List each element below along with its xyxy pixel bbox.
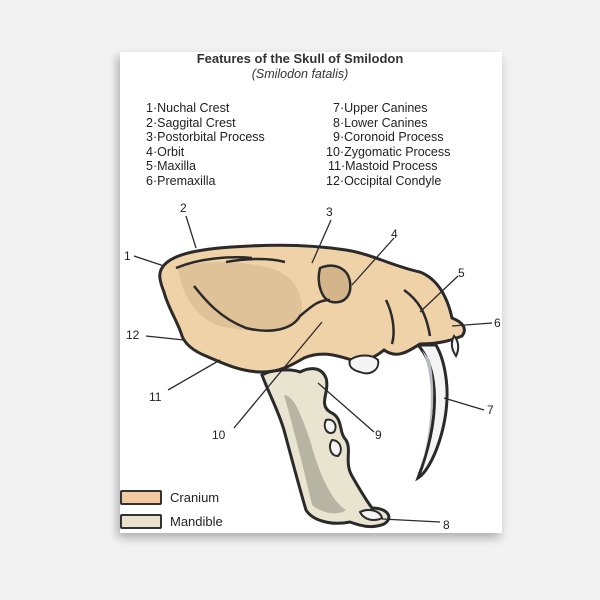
diagram-title: Features of the Skull of Smilodon bbox=[196, 51, 404, 66]
feature-item: 6·Premaxilla bbox=[146, 173, 216, 188]
callout-12: 12 bbox=[126, 328, 140, 342]
feature-item: 4·Orbit bbox=[146, 144, 185, 159]
callout-5: 5 bbox=[458, 266, 465, 280]
mandible-key-label: Mandible bbox=[170, 514, 223, 529]
feature-item: 3·Postorbital Process bbox=[146, 130, 265, 145]
leader-lines bbox=[133, 215, 493, 523]
callout-9: 9 bbox=[375, 428, 382, 442]
cranium-key-label: Cranium bbox=[170, 490, 220, 505]
callout-3: 3 bbox=[326, 205, 333, 219]
diagram-subtitle: (Smilodon fatalis) bbox=[251, 67, 349, 81]
callout-1: 1 bbox=[124, 249, 131, 263]
feature-list-right: 7·Upper Canines 8·Lower Canines 9·Corono… bbox=[326, 101, 450, 189]
feature-item: 11·Mastoid Process bbox=[328, 159, 438, 174]
feature-item: 5·Maxilla bbox=[146, 159, 197, 174]
callout-11: 11 bbox=[149, 390, 162, 404]
mandible-swatch bbox=[120, 514, 162, 529]
feature-item: 2·Saggital Crest bbox=[146, 115, 236, 130]
cranium-swatch bbox=[120, 490, 162, 505]
feature-item: 1·Nuchal Crest bbox=[146, 101, 230, 115]
callout-6: 6 bbox=[494, 316, 501, 330]
callout-2: 2 bbox=[180, 201, 187, 215]
callout-7: 7 bbox=[487, 403, 494, 417]
callout-8: 8 bbox=[443, 518, 450, 532]
callout-10: 10 bbox=[212, 428, 226, 442]
feature-item: 12·Occipital Condyle bbox=[326, 173, 442, 188]
feature-list-left: 1·Nuchal Crest 2·Saggital Crest 3·Postor… bbox=[146, 101, 265, 189]
feature-item: 10·Zygomatic Process bbox=[326, 144, 451, 159]
feature-item: 8·Lower Canines bbox=[333, 115, 428, 130]
feature-item: 9·Coronoid Process bbox=[333, 130, 444, 145]
callout-4: 4 bbox=[391, 227, 398, 241]
feature-item: 7·Upper Canines bbox=[333, 101, 428, 115]
upper-canine bbox=[414, 343, 449, 482]
